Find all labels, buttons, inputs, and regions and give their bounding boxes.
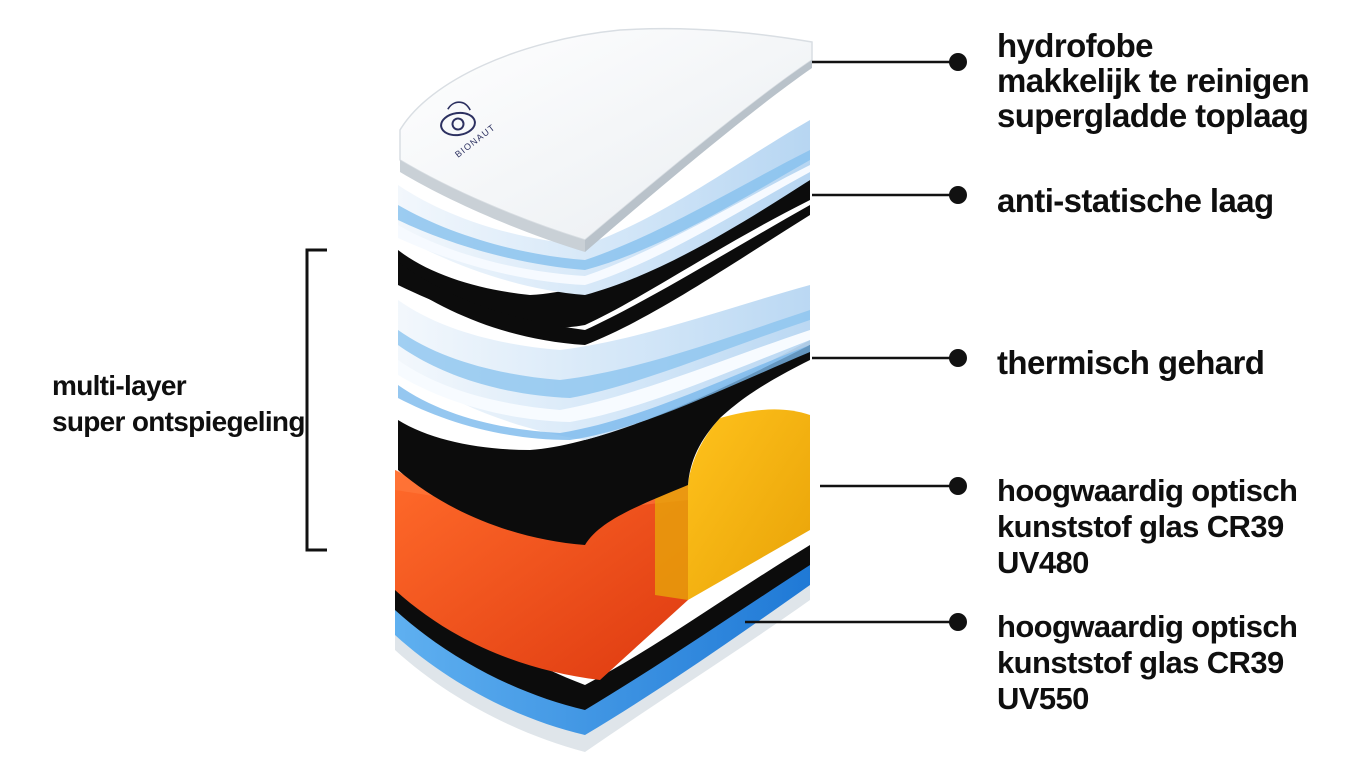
callout-antistatic-layer: anti-statische laag bbox=[997, 183, 1274, 218]
connector-dots bbox=[949, 53, 967, 631]
callout-line: kunststof glas CR39 bbox=[997, 509, 1284, 544]
callout-line: hoogwaardig optisch bbox=[997, 473, 1298, 508]
uv480-front-block bbox=[395, 470, 688, 680]
callout-line: hydrofobe bbox=[997, 27, 1154, 64]
bracket-label-line: multi-layer bbox=[52, 370, 187, 401]
multilayer-bracket bbox=[305, 248, 327, 552]
callout-line: makkelijk te reinigen bbox=[997, 62, 1310, 99]
callout-line: kunststof glas CR39 bbox=[997, 645, 1284, 680]
multilayer-glass-stack bbox=[398, 285, 810, 440]
callout-line: UV550 bbox=[997, 681, 1089, 716]
uv480-side-block bbox=[688, 409, 810, 600]
multilayer-bracket-label: multi-layer super ontspiegeling bbox=[52, 368, 305, 440]
callout-uv480-layer: hoogwaardig optisch kunststof glas CR39 … bbox=[997, 473, 1298, 581]
callout-top-layer: hydrofobe makkelijk te reinigen supergla… bbox=[997, 27, 1310, 134]
callout-line: hoogwaardig optisch bbox=[997, 609, 1298, 644]
antistatic-layer bbox=[398, 180, 810, 329]
upper-glass-stack bbox=[398, 120, 810, 295]
callout-line: anti-statische laag bbox=[997, 182, 1274, 219]
callout-line: UV480 bbox=[997, 545, 1089, 580]
callout-thermal-layer: thermisch gehard bbox=[997, 344, 1265, 381]
callout-line: thermisch gehard bbox=[997, 344, 1265, 381]
connector-lines bbox=[745, 60, 958, 624]
callout-line: supergladde toplaag bbox=[997, 97, 1309, 134]
thermal-layer bbox=[398, 340, 810, 545]
uv550-substrate-layer bbox=[395, 545, 810, 752]
bracket-label-line: super ontspiegeling bbox=[52, 406, 305, 437]
callout-uv550-layer: hoogwaardig optisch kunststof glas CR39 … bbox=[997, 609, 1298, 717]
